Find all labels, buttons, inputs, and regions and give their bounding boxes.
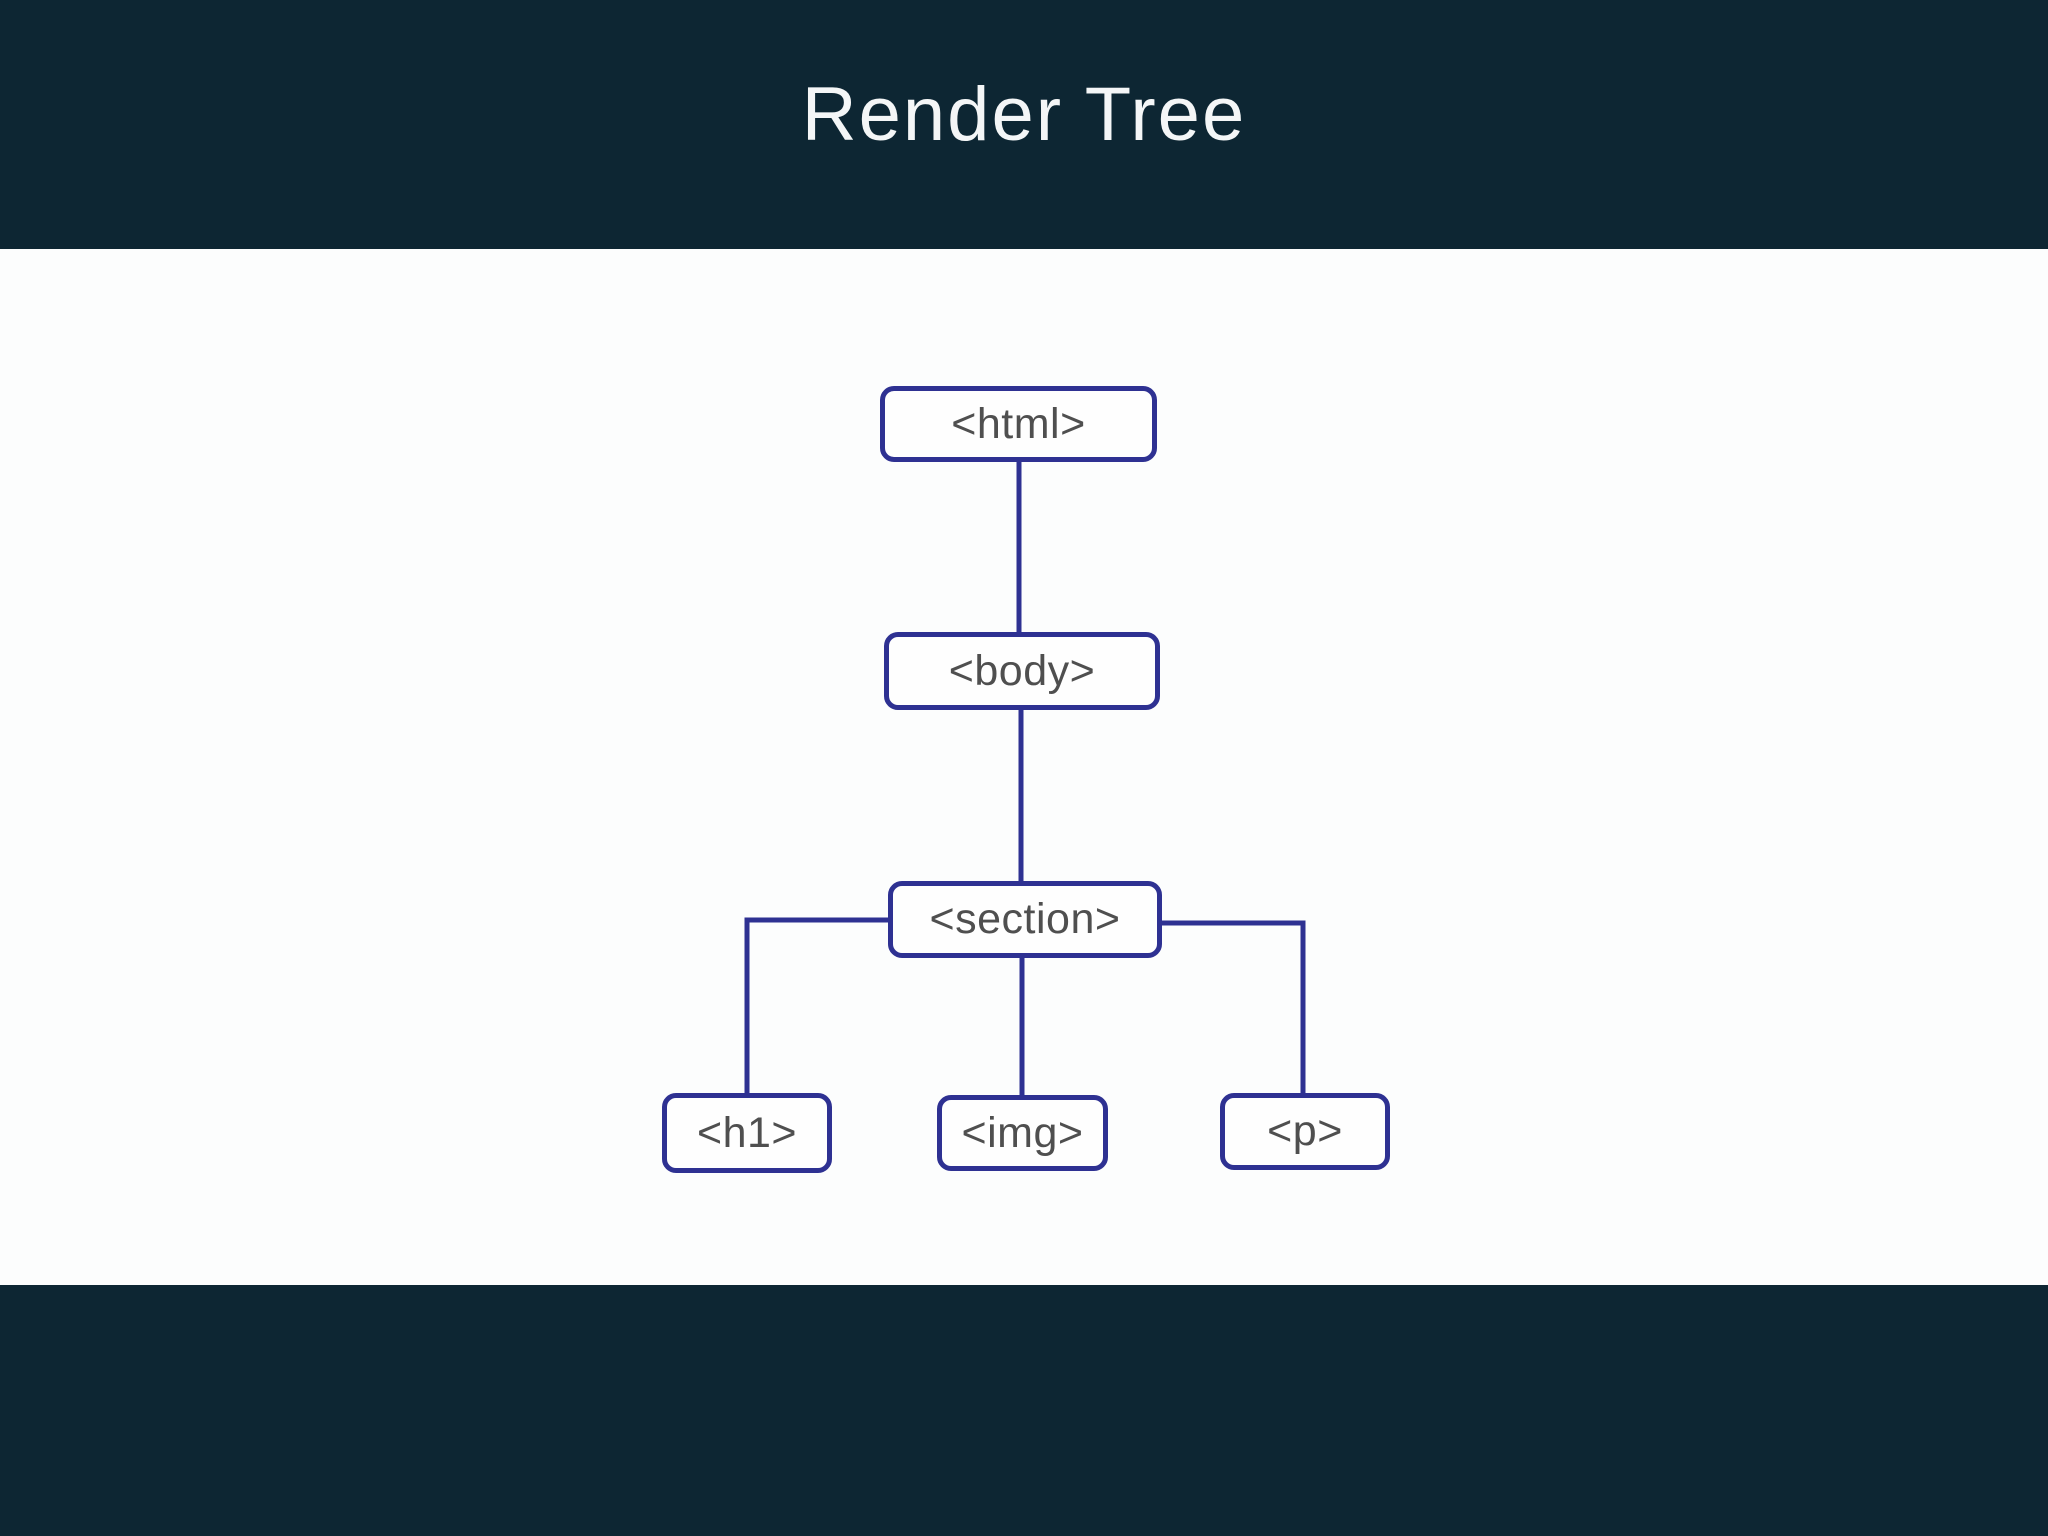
footer-bar xyxy=(0,1285,2048,1536)
tree-node-h1-label: <h1> xyxy=(696,1108,798,1157)
tree-node-img-label: <img> xyxy=(961,1108,1084,1157)
tree-node-body-label: <body> xyxy=(948,646,1096,695)
tree-node-body: <body> xyxy=(884,632,1160,710)
tree-node-img: <img> xyxy=(937,1095,1108,1171)
tree-node-section: <section> xyxy=(888,881,1162,958)
tree-node-p-label: <p> xyxy=(1267,1107,1343,1155)
tree-node-h1: <h1> xyxy=(662,1093,832,1173)
tree-node-html: <html> xyxy=(880,386,1157,462)
tree-node-p: <p> xyxy=(1220,1093,1390,1170)
tree-node-html-label: <html> xyxy=(951,399,1086,448)
tree-node-section-label: <section> xyxy=(929,895,1121,943)
edge-section-p xyxy=(1160,920,1306,1095)
header-bar: Render Tree xyxy=(0,0,2048,249)
edge-section-h1 xyxy=(744,917,890,1095)
page-title: Render Tree xyxy=(801,72,1247,157)
